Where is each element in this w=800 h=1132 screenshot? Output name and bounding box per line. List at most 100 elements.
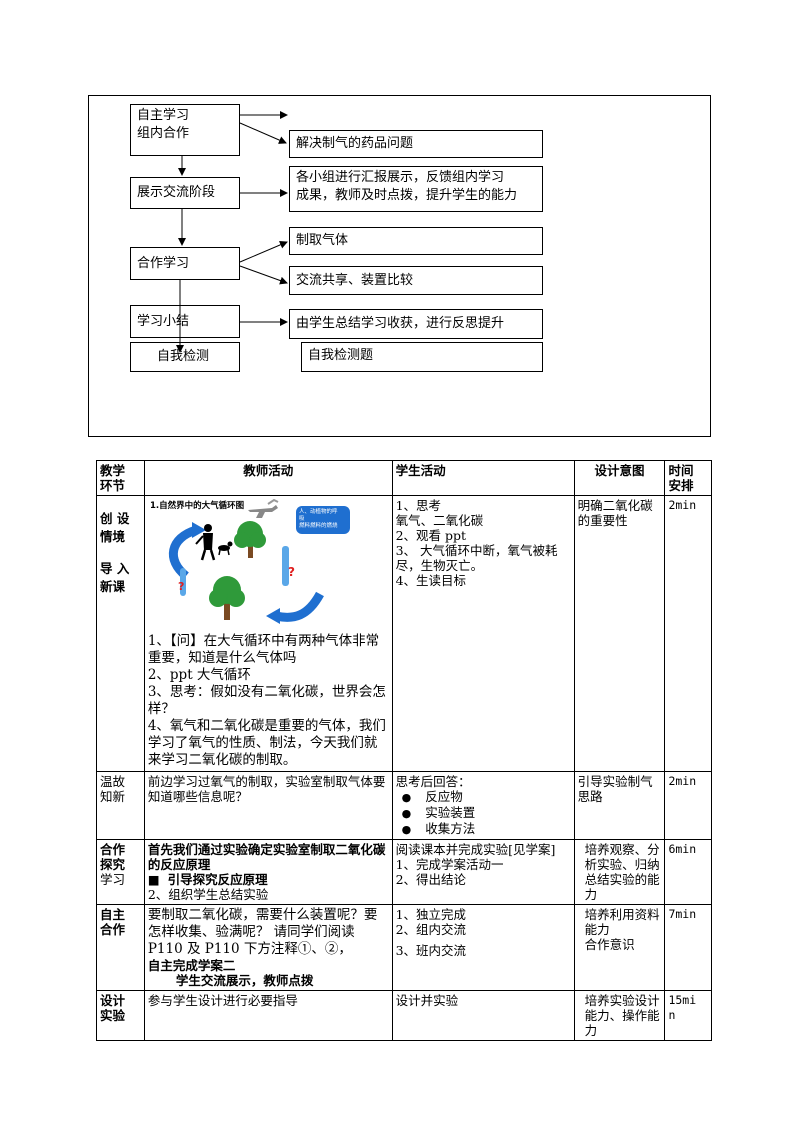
cycle-arrow-right-icon	[274, 591, 324, 622]
row1-student-item5: 4、生读目标	[395, 573, 467, 588]
flow-check-box: 自我检测	[130, 342, 240, 372]
row1-student-item1: 1、思考	[395, 498, 442, 513]
table-row: 温故 知新 前边学习过氧气的制取，实验室制取气体要知道哪些信息呢？ 思考后回答：…	[96, 771, 712, 840]
row5-time: 15mi n	[664, 990, 712, 1041]
gas-column-right-icon: ?	[281, 546, 295, 586]
row4-stage: 自主 合作	[96, 904, 145, 991]
gas-column-left-icon: ?	[178, 568, 186, 596]
gas-question-right: ?	[288, 565, 295, 579]
row4-intent-line2: 合作意识	[584, 937, 635, 952]
flow-solve-box: 解决制气的药品问题	[289, 130, 543, 158]
row1-teacher-item1: 1、【问】在大气循环中有两种气体非常重要，知道是什么气体吗	[147, 633, 380, 666]
flow-display-box: 展示交流阶段	[130, 177, 240, 209]
row4-time: 7min	[664, 904, 712, 991]
row1-stage-line1: 创 设	[100, 511, 130, 526]
person-icon	[195, 524, 216, 561]
row5-time-line2: n	[668, 1008, 676, 1022]
flow-share-box: 交流共享、装置比较	[289, 266, 543, 295]
row5-intent: 培养实验设计能力、操作能力	[573, 990, 666, 1041]
row5-stage: 设计 实验	[96, 990, 145, 1041]
tree-icon-top	[233, 521, 266, 558]
header-time-line1: 时间	[668, 463, 694, 478]
flow-self-study-line2: 组内合作	[137, 126, 190, 141]
flow-self-study-box: 自主学习 组内合作	[130, 104, 240, 156]
row3-stage: 合作 探究 学习	[96, 839, 145, 905]
row3-time: 6min	[664, 839, 712, 905]
flow-reflect-box: 由学生总结学习收获，进行反思提升	[289, 309, 543, 339]
row1-student-item2: 氧气、二氧化碳	[395, 513, 484, 528]
table-header-row: 教学 环节 教师活动 学生活动 设计意图 时间 安排	[96, 460, 712, 496]
speech-bubble: 人、动植物的呼 吸 燃料燃料的燃烧	[295, 506, 350, 534]
table-row: 创 设 情境 导 入 新课 1.自然界中的大气循环图	[96, 495, 712, 772]
list-item: 收集方法	[396, 821, 571, 837]
row4-intent: 培养利用资料能力 合作意识	[573, 904, 666, 991]
flow-reflect-label: 由学生总结学习收获，进行反思提升	[296, 316, 505, 331]
row3-stage-line2: 探究	[100, 857, 126, 872]
row1-stage: 创 设 情境 导 入 新课	[96, 495, 145, 772]
row3-stage-line1: 合作	[100, 842, 126, 857]
row1-stage-line2: 情境	[100, 529, 126, 544]
atmosphere-cycle-image: 1.自然界中的大气循环图	[150, 498, 350, 624]
row3-teacher-square: 引导探究反应原理	[148, 872, 389, 887]
row4-student: 1、独立完成 2、组内交流 3、班内交流	[391, 904, 575, 991]
row3-student: 阅读课本并完成实验[见学案] 1、完成学案活动一 2、得出结论	[391, 839, 575, 905]
row4-student-item1: 1、独立完成	[395, 907, 467, 922]
flow-summary-label: 学习小结	[137, 314, 190, 329]
row2-time: 2min	[664, 771, 712, 840]
row2-student-intro: 思考后回答：	[395, 774, 471, 789]
row4-student-item3: 3、班内交流	[395, 943, 467, 958]
flow-solve-label: 解决制气的药品问题	[296, 136, 414, 151]
row5-teacher: 参与学生设计进行必要指导	[143, 990, 393, 1041]
row1-stage-line3: 导 入	[100, 561, 130, 576]
row5-time-line1: 15mi	[668, 993, 697, 1007]
row3-teacher-bold: 首先我们通过实验确定实验室制取二氧化碳的反应原理	[147, 842, 386, 872]
list-item: 实验装置	[396, 805, 571, 821]
flowchart-frame	[88, 95, 711, 437]
row5-student: 设计并实验	[391, 990, 575, 1041]
header-time: 时间 安排	[664, 460, 712, 496]
header-teacher: 教师活动	[143, 460, 393, 496]
row3-stage-line3: 学习	[100, 872, 126, 887]
row3-student-item1: 阅读课本并完成实验[见学案]	[395, 842, 556, 857]
row4-teacher-text: 要制取二氧化碳，需要什么装置呢？要怎样收集、验满呢？ 请同学们阅读 P110 及…	[147, 907, 378, 957]
table-row: 设计 实验 参与学生设计进行必要指导 设计并实验 培养实验设计能力、操作能力 1…	[96, 990, 712, 1041]
header-stage-line2: 环节	[100, 478, 126, 493]
tree-icon-bottom	[208, 576, 245, 620]
row1-student: 1、思考 氧气、二氧化碳 2、观看 ppt 3、 大气循环中断，氧气被耗尽，生物…	[391, 495, 575, 772]
row1-intent: 明确二氧化碳的重要性	[573, 495, 666, 772]
row2-stage-line1: 温故	[100, 774, 126, 789]
table-row: 合作 探究 学习 首先我们通过实验确定实验室制取二氧化碳的反应原理 引导探究反应…	[96, 839, 712, 905]
row1-student-item3: 2、观看 ppt	[395, 528, 467, 543]
row5-stage-line2: 实验	[100, 1008, 126, 1023]
row1-teacher-item3: 3、思考：假如没有二氧化碳，世界会怎样？	[147, 684, 386, 717]
row1-student-item4: 3、 大气循环中断，氧气被耗尽，生物灭亡。	[395, 543, 558, 573]
row4-intent-line1: 培养利用资料能力	[584, 907, 660, 937]
flow-share-label: 交流共享、装置比较	[296, 273, 414, 288]
row2-teacher: 前边学习过氧气的制取，实验室制取气体要知道哪些信息呢？	[143, 771, 393, 840]
row4-teacher: 要制取二氧化碳，需要什么装置呢？要怎样收集、验满呢？ 请同学们阅读 P110 及…	[143, 904, 393, 991]
flow-check-q-label: 自我检测题	[308, 348, 374, 363]
row1-teacher: 1.自然界中的大气循环图	[143, 495, 393, 772]
row3-student-item2: 1、完成学案活动一	[395, 857, 504, 872]
row4-stage-line2: 合作	[100, 922, 126, 937]
header-stage: 教学 环节	[96, 460, 145, 496]
row4-student-item2: 2、组内交流	[395, 922, 467, 937]
flow-check-label: 自我检测	[157, 349, 210, 364]
flow-coop-box: 合作学习	[130, 247, 240, 280]
row1-teacher-item2: 2、ppt 大气循环	[147, 667, 251, 683]
row4-stage-line1: 自主	[100, 907, 126, 922]
flow-display-label: 展示交流阶段	[137, 185, 216, 200]
cycle-title: 1.自然界中的大气循环图	[150, 500, 244, 511]
header-intent: 设计意图	[573, 460, 666, 496]
gas-question-left: ?	[178, 580, 184, 593]
flow-report-box: 各小组进行汇报展示，反馈组内学习 成果，教师及时点拨，提升学生的能力	[289, 166, 543, 212]
row4-teacher-bold2: 学生交流展示，教师点拨	[175, 973, 314, 988]
row3-teacher: 首先我们通过实验确定实验室制取二氧化碳的反应原理 引导探究反应原理 2、组织学生…	[143, 839, 393, 905]
row2-stage-line2: 知新	[100, 789, 126, 804]
row1-teacher-item4: 4、氧气和二氧化碳是重要的气体，我们学习了氧气的性质、制法，今天我们就来学习二氧…	[147, 718, 386, 768]
header-student: 学生活动	[391, 460, 575, 496]
row1-stage-line4: 新课	[100, 579, 126, 594]
dog-icon	[217, 541, 233, 556]
list-item: 反应物	[396, 789, 571, 805]
lesson-table: 教学 环节 教师活动 学生活动 设计意图 时间 安排 创 设 情境 导 入 新课…	[96, 460, 712, 1041]
